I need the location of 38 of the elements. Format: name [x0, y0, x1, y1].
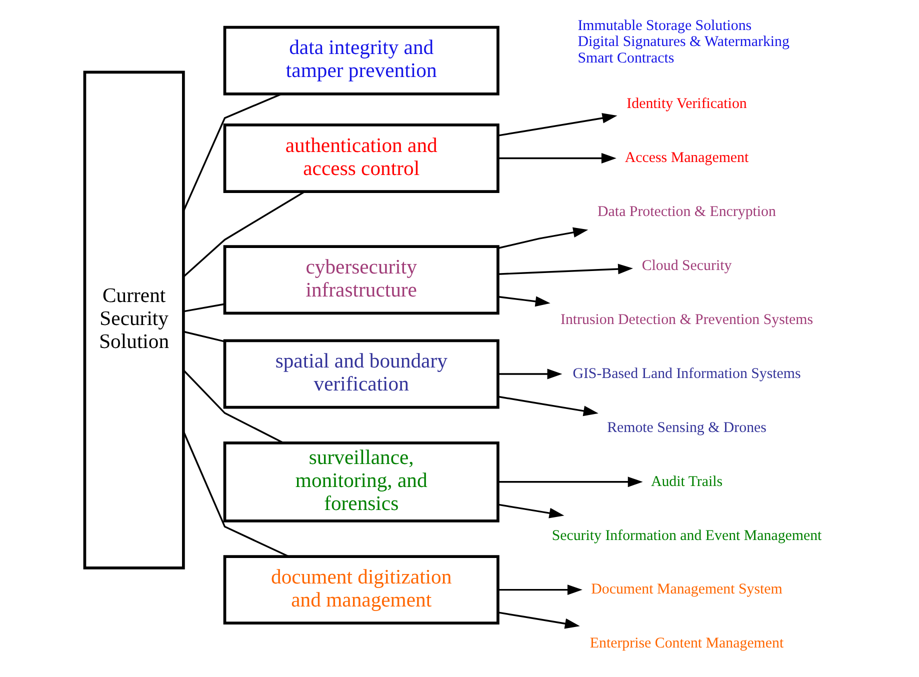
node-text: Remote Sensing & Drones: [607, 419, 766, 436]
arrow: [498, 584, 582, 595]
node-box: data integrity and tamper prevention: [223, 25, 500, 95]
node-text: Intrusion Detection & Prevention Systems: [560, 311, 814, 328]
connector: [183, 302, 224, 312]
node-text: Audit Trails: [650, 473, 723, 490]
arrow: [498, 295, 550, 306]
arrow: [498, 112, 618, 136]
connector: [183, 190, 306, 277]
node-text: Identity Verification: [626, 96, 747, 112]
connector: [182, 430, 289, 557]
arrow: [498, 611, 580, 628]
arrow: [498, 263, 634, 274]
node-text: Document Management System: [591, 581, 782, 598]
node-box: authentication and access control: [223, 123, 500, 192]
connector: [182, 92, 282, 211]
node-text: Cloud Security: [642, 258, 732, 274]
node-text: Access Management: [624, 150, 749, 166]
arrow: [498, 152, 616, 163]
arrow: [498, 476, 643, 487]
node-text: Data Protection & Encryption: [598, 204, 776, 220]
connector: [183, 369, 284, 444]
node-label: Smart Contracts: [578, 50, 674, 66]
node-text: GIS-Based Land Information Systems: [572, 365, 801, 382]
node-text: Security Information and Event Management: [552, 527, 822, 544]
arrow: [498, 226, 588, 248]
node-box: cybersecurity infrastructure: [223, 244, 500, 314]
node-label: Immutable Storage Solutions: [578, 18, 752, 34]
node-box: spatial and boundary verification: [223, 338, 500, 408]
node-label: Digital Signatures & Watermarking: [578, 34, 790, 50]
connector: [183, 330, 225, 342]
node-text: Enterprise Content Management: [590, 635, 784, 652]
arrow: [498, 368, 562, 379]
node-box: document digitization and management: [223, 554, 500, 624]
node-box: Current Security Solution: [83, 70, 185, 569]
node-box: surveillance, monitoring, and forensics: [223, 440, 500, 522]
arrow: [498, 395, 598, 416]
arrow: [498, 503, 564, 518]
